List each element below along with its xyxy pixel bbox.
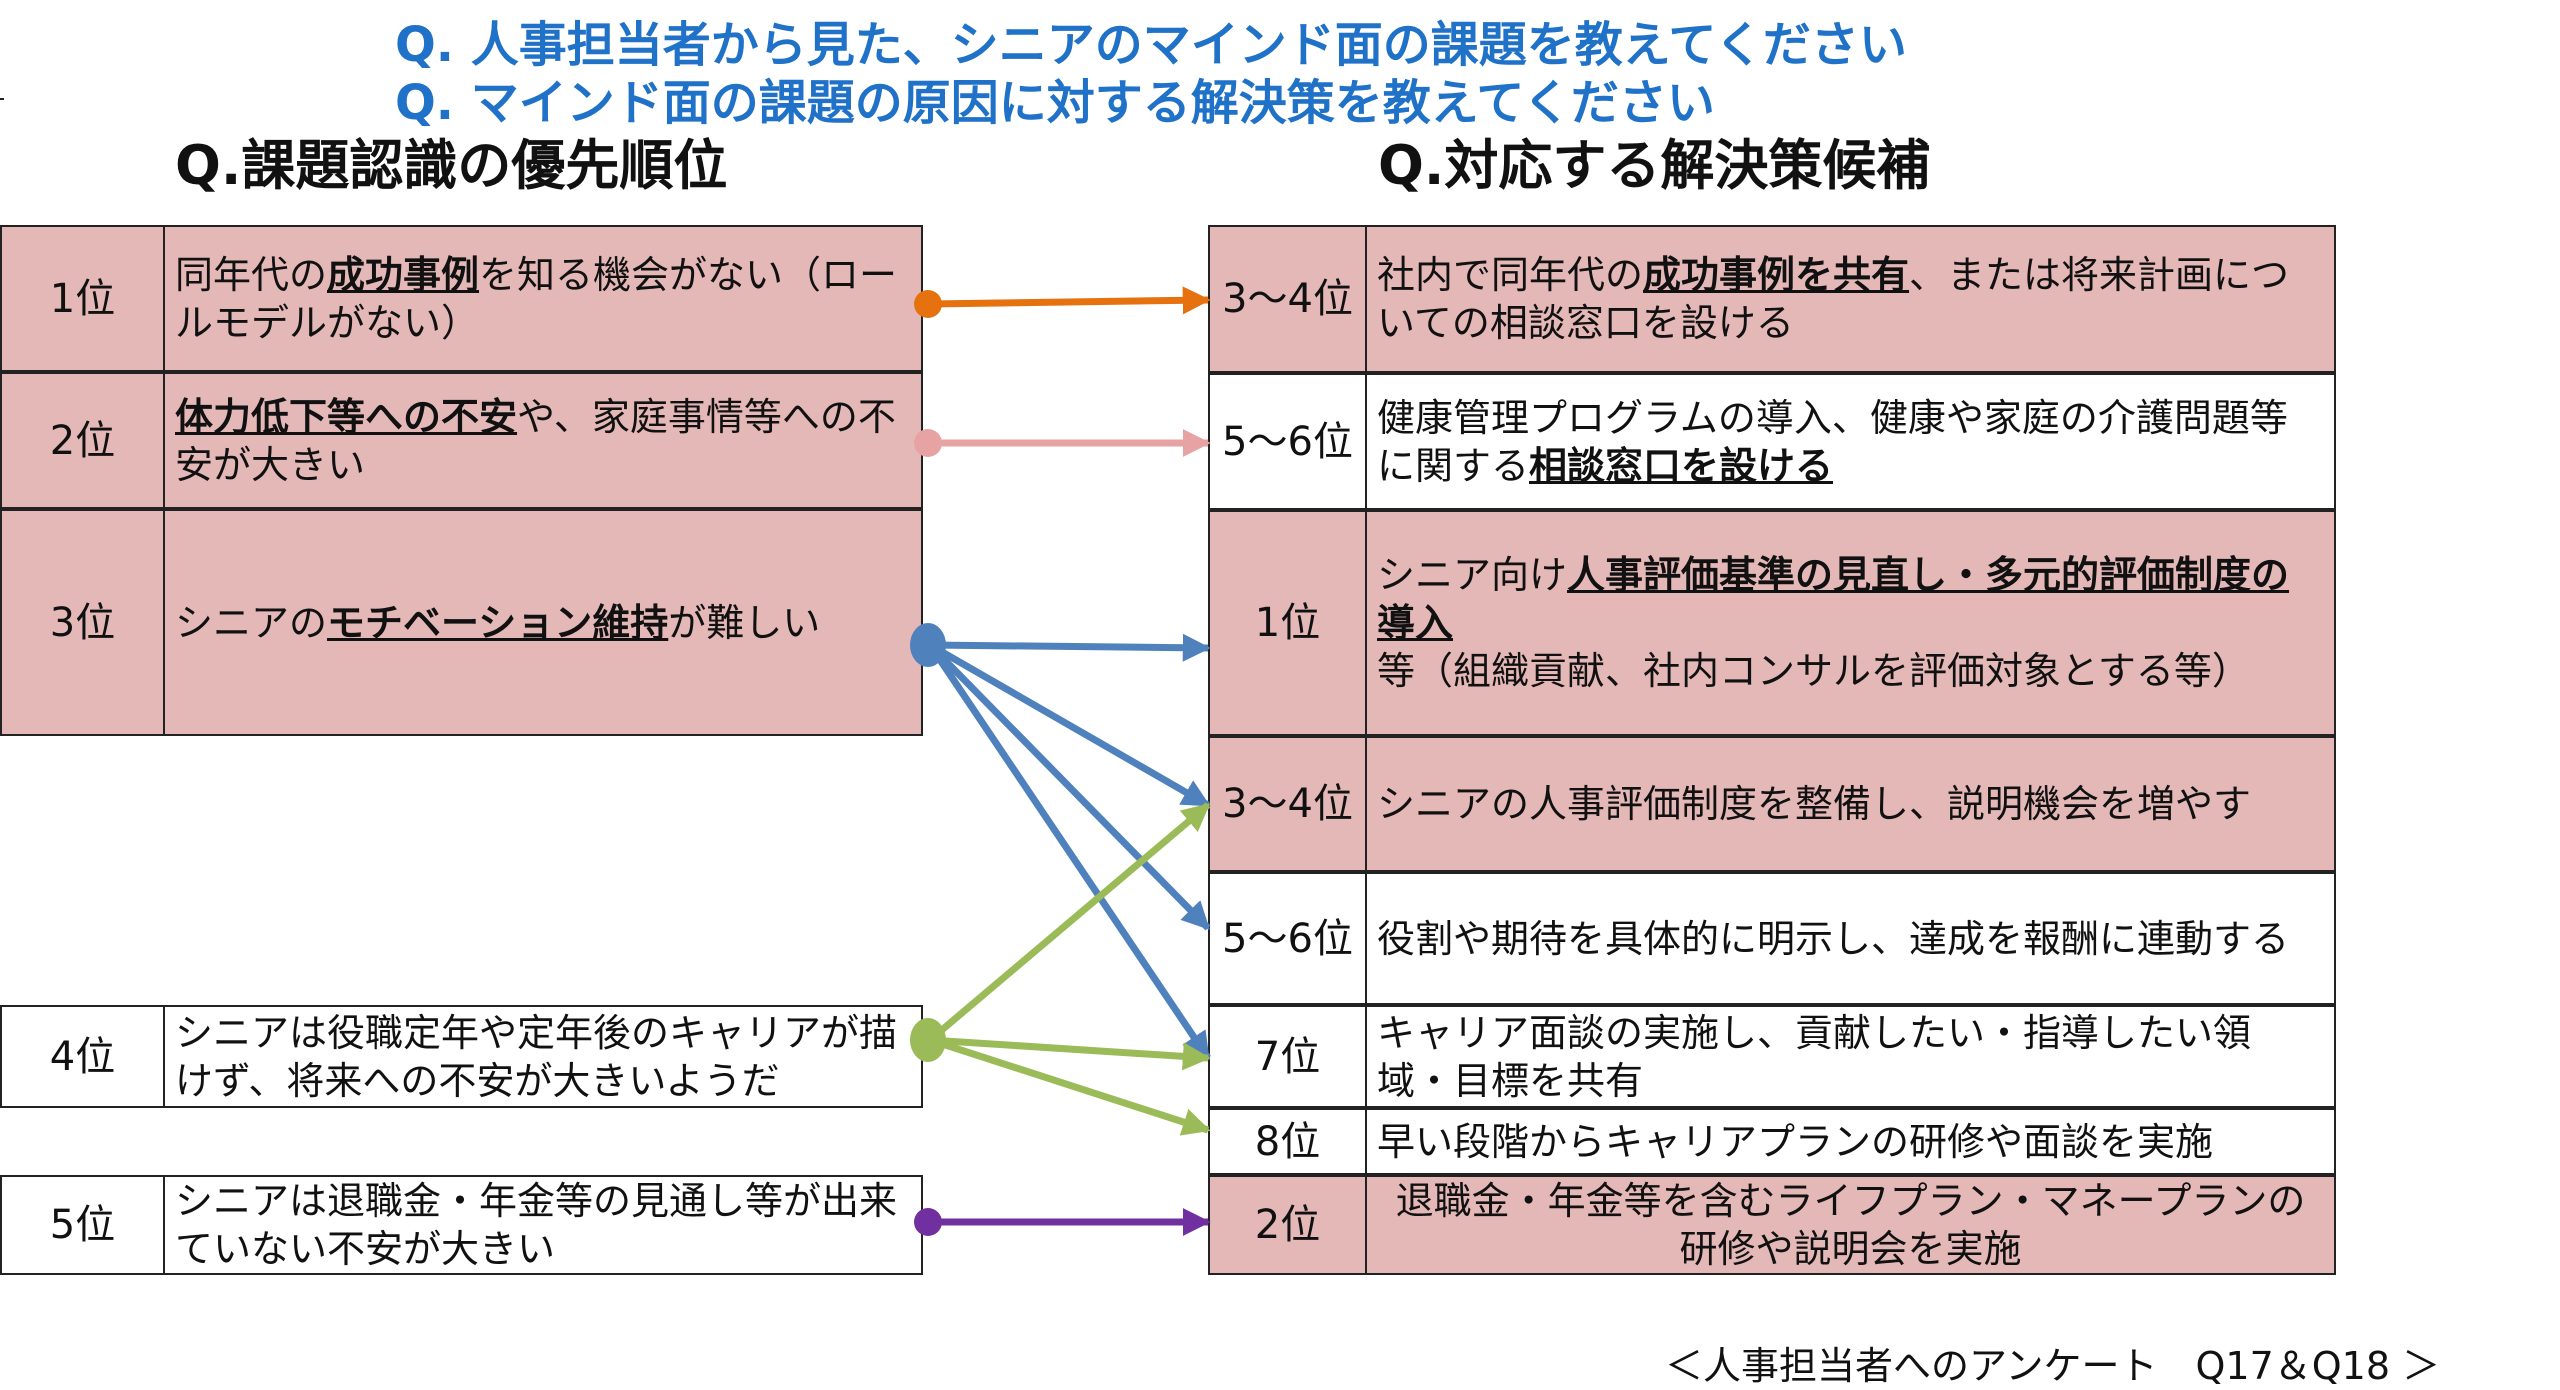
left-item-5: 5位 シニアは退職金・年金等の見通し等が出来ていない不安が大きい <box>0 1175 923 1275</box>
right-item-1-text: 社内で同年代の成功事例を共有、または将来計画についての相談窓口を設ける <box>1367 227 2334 371</box>
connection-arrow <box>928 641 1211 809</box>
text-segment: 役割や期待を具体的に明示し、達成を報酬に連動する <box>1377 916 2290 961</box>
text-segment: 等（組織貢献、社内コンサルを評価対象とする等） <box>1377 649 2250 693</box>
connection-origin-dot <box>910 1018 946 1062</box>
text-segment: を知る機会がない（ロールモデルがない） <box>175 252 898 345</box>
connection-arrow <box>929 633 1211 662</box>
right-item-3-text: シニア向け人事評価基準の見直し・多元的評価制度の導入等（組織貢献、社内コンサルを… <box>1367 512 2334 734</box>
connection-arrow <box>927 643 1211 1061</box>
right-item-4: 3～4位 シニアの人事評価制度を整備し、説明機会を増やす <box>1208 736 2336 872</box>
connection-origin-dot <box>914 429 942 457</box>
left-item-2-text: 体力低下等への不安や、家庭事情等への不安が大きい <box>165 374 921 507</box>
left-item-1: 1位 同年代の成功事例を知る機会がない（ロールモデルがない） <box>0 225 923 372</box>
right-item-5: 5～6位 役割や期待を具体的に明示し、達成を報酬に連動する <box>1208 872 2336 1005</box>
right-item-2-text: 健康管理プログラムの導入、健康や家庭の介護問題等に関する相談窓口を設ける <box>1367 375 2334 508</box>
right-column-title: Q.対応する解決策候補 <box>1378 134 1931 197</box>
edge-tick-mark <box>0 98 4 100</box>
right-item-5-text: 役割や期待を具体的に明示し、達成を報酬に連動する <box>1367 874 2334 1003</box>
left-item-3-text: シニアのモチベーション維持が難しい <box>165 511 921 734</box>
left-item-1-text: 同年代の成功事例を知る機会がない（ロールモデルがない） <box>165 227 921 370</box>
right-item-7-text: 早い段階からキャリアプランの研修や面談を実施 <box>1367 1110 2334 1173</box>
left-item-4: 4位 シニアは役職定年や定年後のキャリアが描けず、将来への不安が大きいようだ <box>0 1005 923 1108</box>
connection-origin-dot <box>914 1208 942 1236</box>
text-segment: シニアの <box>175 600 328 645</box>
connection-arrow <box>928 1036 1211 1136</box>
right-item-3: 1位 シニア向け人事評価基準の見直し・多元的評価制度の導入等（組織貢献、社内コン… <box>1208 510 2336 736</box>
question-2-title: Q. マインド面の課題の原因に対する解決策を教えてください <box>395 75 1715 131</box>
text-segment: 社内で同年代の <box>1377 253 1644 297</box>
right-item-8-text: 退職金・年金等を含むライフプラン・マネープランの研修や説明会を実施 <box>1367 1177 2334 1273</box>
text-segment: シニア向け <box>1377 553 1568 597</box>
right-item-6: 7位 キャリア面談の実施し、貢献したい・指導したい領域・目標を共有 <box>1208 1005 2336 1108</box>
text-segment: 早い段階からキャリアプランの研修や面談を実施 <box>1377 1119 2214 1164</box>
text-segment: シニアは退職金・年金等の見通し等が出来ていない不安が大きい <box>175 1179 898 1271</box>
right-item-6-text: キャリア面談の実施し、貢献したい・指導したい領域・目標を共有 <box>1367 1007 2334 1106</box>
left-item-5-rank: 5位 <box>2 1177 165 1273</box>
right-item-1-rank: 3～4位 <box>1210 227 1367 371</box>
right-item-2-rank: 5～6位 <box>1210 375 1367 508</box>
text-segment: シニアは役職定年や定年後のキャリアが描けず、将来への不安が大きいようだ <box>175 1010 898 1103</box>
highlight-text: 人事評価基準の見直し・多元的評価制度の導入 <box>1377 553 2290 645</box>
left-item-5-text: シニアは退職金・年金等の見通し等が出来ていない不安が大きい <box>165 1177 921 1273</box>
connection-origin-dot <box>914 290 942 318</box>
highlight-text: 体力低下等への不安 <box>175 394 518 439</box>
connection-arrow <box>929 1036 1211 1071</box>
text-segment: キャリア面談の実施し、貢献したい・指導したい領域・目標を共有 <box>1377 1010 2252 1103</box>
right-item-4-text: シニアの人事評価制度を整備し、説明機会を増やす <box>1367 738 2334 870</box>
text-segment: 同年代の <box>175 252 328 297</box>
left-item-4-text: シニアは役職定年や定年後のキャリアが描けず、将来への不安が大きいようだ <box>165 1007 921 1106</box>
text-segment: シニアの人事評価制度を整備し、説明機会を増やす <box>1377 782 2252 826</box>
right-item-5-rank: 5～6位 <box>1210 874 1367 1003</box>
highlight-text: 成功事例 <box>327 252 480 297</box>
right-item-8-rank: 2位 <box>1210 1177 1367 1273</box>
left-item-3-rank: 3位 <box>2 511 165 734</box>
right-item-2: 5～6位 健康管理プログラムの導入、健康や家庭の介護問題等に関する相談窓口を設け… <box>1208 373 2336 510</box>
right-item-1: 3～4位 社内で同年代の成功事例を共有、または将来計画についての相談窓口を設ける <box>1208 225 2336 373</box>
text-segment: 健康管理プログラムの導入、健康や家庭の介護問題等に関する <box>1377 395 2288 488</box>
connection-arrow <box>927 802 1211 1043</box>
connection-origin-dot <box>910 623 946 667</box>
left-column-title: Q.課題認識の優先順位 <box>175 134 728 197</box>
right-item-7-rank: 8位 <box>1210 1110 1367 1173</box>
text-segment: や、家庭事情等への不安が大きい <box>175 394 896 487</box>
right-item-3-rank: 1位 <box>1210 512 1367 734</box>
highlight-text: 成功事例を共有 <box>1643 253 1910 297</box>
text-segment: 、または将来計画についての相談窓口を設ける <box>1377 253 2290 345</box>
question-1-title: Q. 人事担当者から見た、シニアのマインド面の課題を教えてください <box>395 17 1907 73</box>
highlight-text: 相談窓口を設ける <box>1529 443 1834 488</box>
source-footnote: ＜人事担当者へのアンケート Q17＆Q18 ＞ <box>1665 1344 2441 1388</box>
text-segment: が難しい <box>668 600 821 645</box>
left-item-4-rank: 4位 <box>2 1007 165 1106</box>
left-item-2: 2位 体力低下等への不安や、家庭事情等への不安が大きい <box>0 372 923 509</box>
connection-arrow <box>929 286 1211 315</box>
right-item-7: 8位 早い段階からキャリアプランの研修や面談を実施 <box>1208 1108 2336 1175</box>
text-segment: 退職金・年金等を含むライフプラン・マネープランの研修や説明会を実施 <box>1395 1179 2306 1271</box>
right-item-6-rank: 7位 <box>1210 1007 1367 1106</box>
connection-arrow <box>927 642 1211 931</box>
left-item-3: 3位 シニアのモチベーション維持が難しい <box>0 509 923 736</box>
right-item-4-rank: 3～4位 <box>1210 738 1367 870</box>
highlight-text: モチベーション維持 <box>327 600 669 645</box>
right-item-8: 2位 退職金・年金等を含むライフプラン・マネープランの研修や説明会を実施 <box>1208 1175 2336 1275</box>
left-item-2-rank: 2位 <box>2 374 165 507</box>
left-item-1-rank: 1位 <box>2 227 165 370</box>
